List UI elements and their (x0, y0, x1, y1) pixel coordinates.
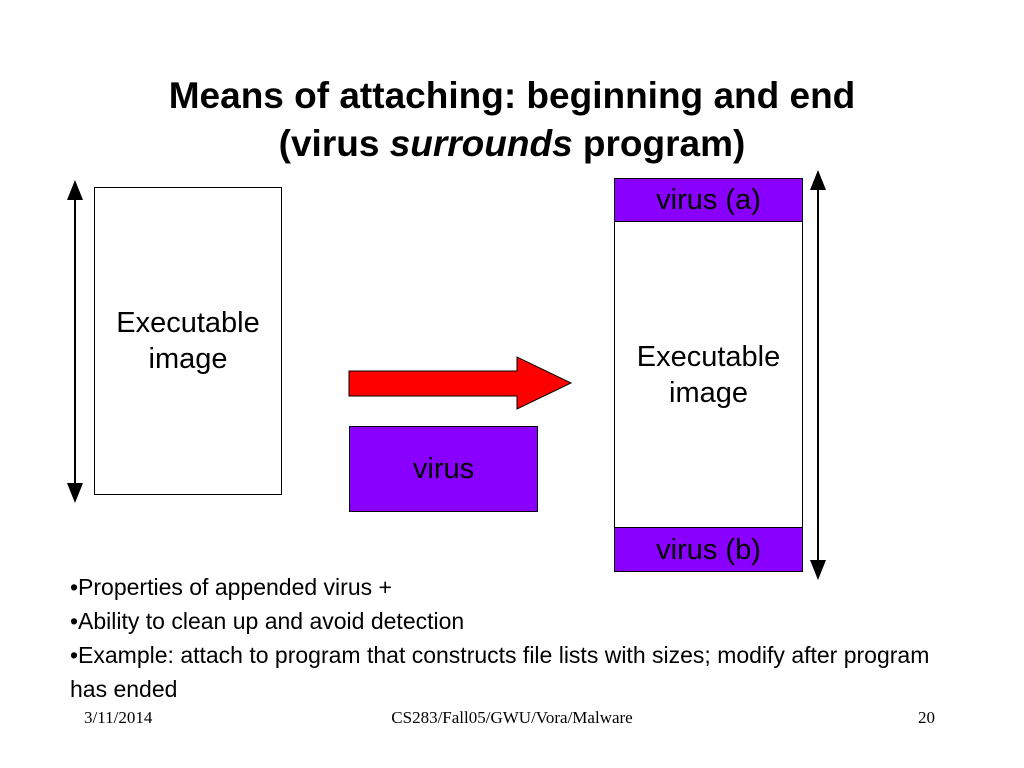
title-emphasis: surrounds (389, 123, 573, 164)
virus-b-label: virus (b) (656, 533, 761, 566)
bullet-item: •Ability to clean up and avoid detection (70, 608, 465, 634)
virus-box: virus (349, 426, 538, 512)
virus-a-label: virus (a) (656, 184, 761, 216)
bullet-item: •Example: attach to program that constru… (70, 642, 930, 702)
exe-right-line2: image (669, 376, 748, 409)
transform-arrow (348, 356, 573, 410)
bullet-list: •Properties of appended virus + •Ability… (70, 570, 970, 706)
slide-title-line1: Means of attaching: beginning and end (168, 75, 856, 116)
executable-image-box: Executable image (94, 187, 282, 495)
exe-left-line2: image (148, 343, 228, 375)
title-suffix: program) (572, 123, 746, 164)
footer-course: CS283/Fall05/GWU/Vora/Malware (391, 708, 633, 727)
exe-left-line1: Executable (116, 307, 260, 339)
exe-right-line1: Executable (636, 340, 781, 373)
slide-title-line2: (virus surrounds program) (0, 122, 1024, 166)
footer-page-number: 20 (918, 708, 935, 727)
bullet-item: •Properties of appended virus + (70, 574, 392, 600)
footer-date: 3/11/2014 (84, 708, 153, 727)
virus-b-segment: virus (b) (614, 527, 803, 572)
virus-label: virus (412, 453, 475, 485)
title-prefix: (virus (278, 123, 390, 164)
virus-a-segment: virus (a) (614, 178, 803, 222)
